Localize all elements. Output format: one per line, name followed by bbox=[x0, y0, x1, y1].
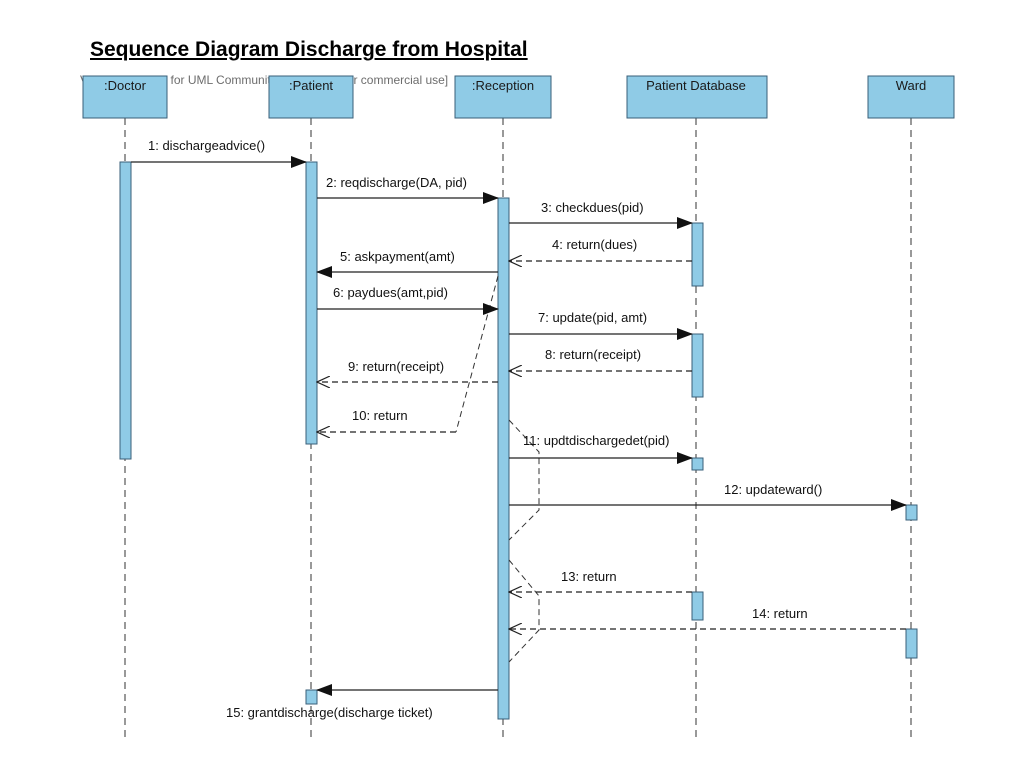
connector-11-12 bbox=[508, 419, 540, 541]
activation-patientdb-4 bbox=[691, 591, 704, 621]
activation-patient-main bbox=[305, 161, 318, 445]
message-2-label: 2: reqdischarge(DA, pid) bbox=[326, 175, 467, 190]
message-9-label: 9: return(receipt) bbox=[348, 359, 444, 374]
connector-10 bbox=[455, 275, 499, 433]
activation-ward-2 bbox=[905, 628, 918, 659]
lifeline-patient: :Patient bbox=[268, 75, 354, 119]
message-3-label: 3: checkdues(pid) bbox=[541, 200, 644, 215]
message-12-label: 12: updateward() bbox=[724, 482, 822, 497]
messages: 1: dischargeadvice() 2: reqdischarge(DA,… bbox=[131, 138, 907, 720]
message-7-label: 7: update(pid, amt) bbox=[538, 310, 647, 325]
page-title: Sequence Diagram Discharge from Hospital bbox=[90, 38, 528, 61]
lifeline-label-reception: :Reception bbox=[472, 78, 534, 93]
message-6-label: 6: paydues(amt,pid) bbox=[333, 285, 448, 300]
lifeline-reception: :Reception bbox=[454, 75, 552, 119]
activation-doctor bbox=[119, 161, 132, 460]
activation-reception-main bbox=[497, 197, 510, 720]
lifeline-doctor: :Doctor bbox=[82, 75, 168, 119]
message-14-label: 14: return bbox=[752, 606, 808, 621]
lifeline-ward: Ward bbox=[867, 75, 955, 119]
lifeline-patientdb: Patient Database bbox=[626, 75, 768, 119]
activations bbox=[119, 161, 918, 720]
message-11-label: 11: updtdischargedet(pid) bbox=[523, 433, 669, 448]
lifeline-label-patient: :Patient bbox=[289, 78, 333, 93]
message-10-label: 10: return bbox=[352, 408, 408, 423]
message-1-label: 1: dischargeadvice() bbox=[148, 138, 265, 153]
return-connectors bbox=[455, 275, 540, 663]
lifeline-label-patientdb: Patient Database bbox=[646, 78, 746, 93]
activation-patientdb-1 bbox=[691, 222, 704, 287]
message-13-label: 13: return bbox=[561, 569, 617, 584]
message-15-label: 15: grantdischarge(discharge ticket) bbox=[226, 705, 433, 720]
activation-patientdb-3 bbox=[691, 457, 704, 471]
message-5-label: 5: askpayment(amt) bbox=[340, 249, 455, 264]
lifeline-label-doctor: :Doctor bbox=[104, 78, 147, 93]
message-4-label: 4: return(dues) bbox=[552, 237, 637, 252]
message-8-label: 8: return(receipt) bbox=[545, 347, 641, 362]
lifeline-label-ward: Ward bbox=[896, 78, 927, 93]
watermark: Visual Paradigm for UML Community Editio… bbox=[80, 73, 449, 87]
activation-ward-1 bbox=[905, 504, 918, 521]
connector-13-14 bbox=[508, 559, 540, 663]
activation-patient-2 bbox=[305, 689, 318, 705]
activation-patientdb-2 bbox=[691, 333, 704, 398]
